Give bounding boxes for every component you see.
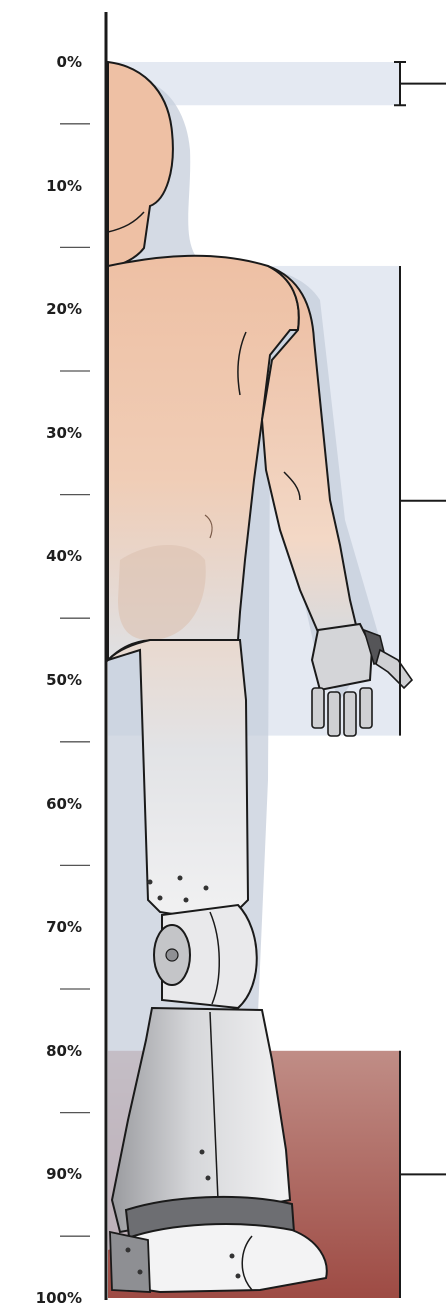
scale-label: 100% <box>0 1289 82 1307</box>
scale-label: 10% <box>0 177 82 195</box>
scale-label: 90% <box>0 1165 82 1183</box>
region-bracket-head <box>394 62 446 105</box>
region-bracket-lower-leg <box>400 1051 446 1298</box>
scale-label: 50% <box>0 671 82 689</box>
scale-label: 30% <box>0 424 82 442</box>
region-bracket-body-and-arm <box>400 266 446 736</box>
scale-label: 60% <box>0 795 82 813</box>
scale-label: 40% <box>0 547 82 565</box>
scale-label: 80% <box>0 1042 82 1060</box>
prosthetic-foot <box>120 1224 327 1292</box>
scale-label: 70% <box>0 918 82 936</box>
heel <box>110 1232 150 1292</box>
knee-joint <box>154 905 257 1008</box>
scale-label: 0% <box>0 53 82 71</box>
scale-label: 20% <box>0 300 82 318</box>
